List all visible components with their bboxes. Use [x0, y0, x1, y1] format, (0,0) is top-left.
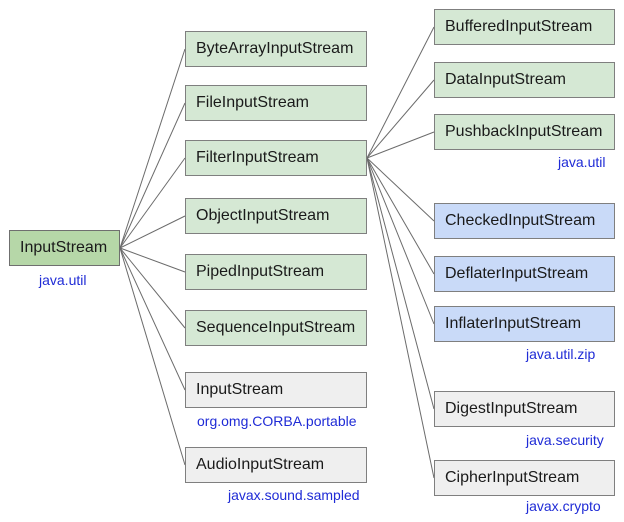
node-label: PushbackInputStream — [445, 123, 603, 140]
node-label: PipedInputStream — [196, 263, 325, 280]
node-label: DeflaterInputStream — [445, 265, 589, 282]
package-label-sound: javax.sound.sampled — [228, 487, 360, 503]
edge-filter-to-checkedinputstream — [366, 157, 435, 222]
edge-filter-to-datainputstream — [366, 79, 435, 159]
node-fileinputstream: FileInputStream — [185, 85, 367, 121]
package-label-crypto: javax.crypto — [526, 498, 601, 514]
node-datainputstream: DataInputStream — [434, 62, 615, 98]
node-label: CheckedInputStream — [445, 212, 596, 229]
node-corba-inputstream: InputStream — [185, 372, 367, 408]
node-label: CipherInputStream — [445, 469, 580, 486]
node-label: FileInputStream — [196, 94, 309, 111]
edge-filter-to-pushbackinputstream — [366, 131, 435, 159]
node-label: SequenceInputStream — [196, 319, 356, 336]
edge-filter-to-inflaterinputstream — [366, 157, 435, 325]
node-label: InflaterInputStream — [445, 315, 582, 332]
node-label: InputStream — [196, 381, 284, 398]
node-label: DataInputStream — [445, 71, 566, 88]
node-label: BufferedInputStream — [445, 18, 593, 35]
edge-root-to-fileinputstream — [119, 102, 186, 249]
edge-root-to-audioinputstream — [119, 247, 186, 466]
node-deflaterinputstream: DeflaterInputStream — [434, 256, 615, 292]
package-label-security: java.security — [526, 432, 604, 448]
node-label: AudioInputStream — [196, 456, 325, 473]
node-label: InputStream — [20, 239, 108, 256]
node-cipherinputstream: CipherInputStream — [434, 460, 615, 496]
package-label-root: java.util — [39, 272, 87, 288]
node-pushbackinputstream: PushbackInputStream — [434, 114, 615, 150]
edge-root-to-objectinputstream — [119, 215, 186, 249]
node-checkedinputstream: CheckedInputStream — [434, 203, 615, 239]
package-label-util: java.util — [558, 154, 606, 170]
edge-root-to-bytearrayinputstream — [119, 48, 186, 249]
node-label: FilterInputStream — [196, 149, 319, 166]
node-bytearrayinputstream: ByteArrayInputStream — [185, 31, 367, 67]
edge-root-to-corba-inputstream — [119, 247, 186, 391]
edge-root-to-pipedinputstream — [119, 247, 186, 273]
edge-filter-to-cipherinputstream — [366, 157, 435, 479]
node-bufferedinputstream: BufferedInputStream — [434, 9, 615, 45]
node-objectinputstream: ObjectInputStream — [185, 198, 367, 234]
node-label: ObjectInputStream — [196, 207, 330, 224]
package-label-corba: org.omg.CORBA.portable — [197, 413, 357, 429]
edge-filter-to-deflaterinputstream — [366, 157, 435, 275]
node-label: ByteArrayInputStream — [196, 40, 354, 57]
edge-filter-to-bufferedinputstream — [366, 26, 435, 159]
node-sequenceinputstream: SequenceInputStream — [185, 310, 367, 346]
edge-root-to-sequenceinputstream — [119, 247, 186, 329]
node-audioinputstream: AudioInputStream — [185, 447, 367, 483]
node-label: DigestInputStream — [445, 400, 578, 417]
node-filterinputstream: FilterInputStream — [185, 140, 367, 176]
node-root-inputstream: InputStream — [9, 230, 120, 266]
node-inflaterinputstream: InflaterInputStream — [434, 306, 615, 342]
node-pipedinputstream: PipedInputStream — [185, 254, 367, 290]
edge-root-to-filterinputstream — [119, 157, 186, 249]
node-digestinputstream: DigestInputStream — [434, 391, 615, 427]
package-label-zip: java.util.zip — [526, 346, 596, 362]
edge-filter-to-digestinputstream — [366, 157, 435, 410]
